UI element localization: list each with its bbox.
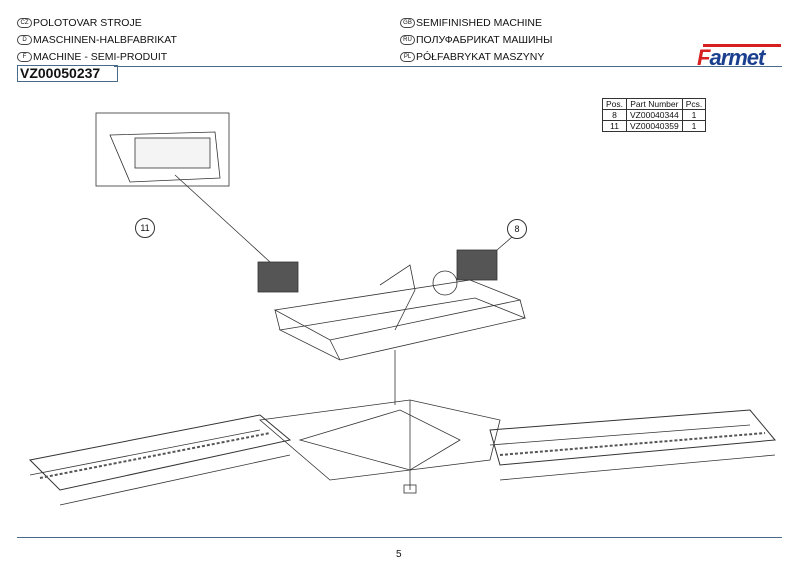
flag-d-icon: D <box>17 35 32 45</box>
flag-f-icon: F <box>17 52 32 62</box>
title-text: MASCHINEN-HALBFABRIKAT <box>33 34 177 46</box>
flag-gb-icon: GB <box>400 18 415 28</box>
part-code: VZ00050237 <box>17 65 118 82</box>
farmet-logo: Farmet <box>697 44 783 70</box>
flag-pl-icon: PL <box>400 52 415 62</box>
flag-ru-icon: RU <box>400 35 415 45</box>
callout-8: 8 <box>507 219 527 239</box>
page-number: 5 <box>396 549 402 560</box>
divider <box>114 66 782 67</box>
callout-11: 11 <box>135 218 155 238</box>
divider <box>17 537 782 538</box>
detail-inset <box>95 112 230 187</box>
title-text: PÓŁFABRYKAT MASZYNY <box>416 51 545 63</box>
flag-cz-icon: CZ <box>17 18 32 28</box>
title-text: MACHINE - SEMI-PRODUIT <box>33 51 168 63</box>
title-text: ПОЛУФАБРИКАТ МАШИНЫ <box>416 34 553 46</box>
title-text: SEMIFINISHED MACHINE <box>416 17 543 29</box>
title-text: POLOTOVAR STROJE <box>33 17 142 29</box>
